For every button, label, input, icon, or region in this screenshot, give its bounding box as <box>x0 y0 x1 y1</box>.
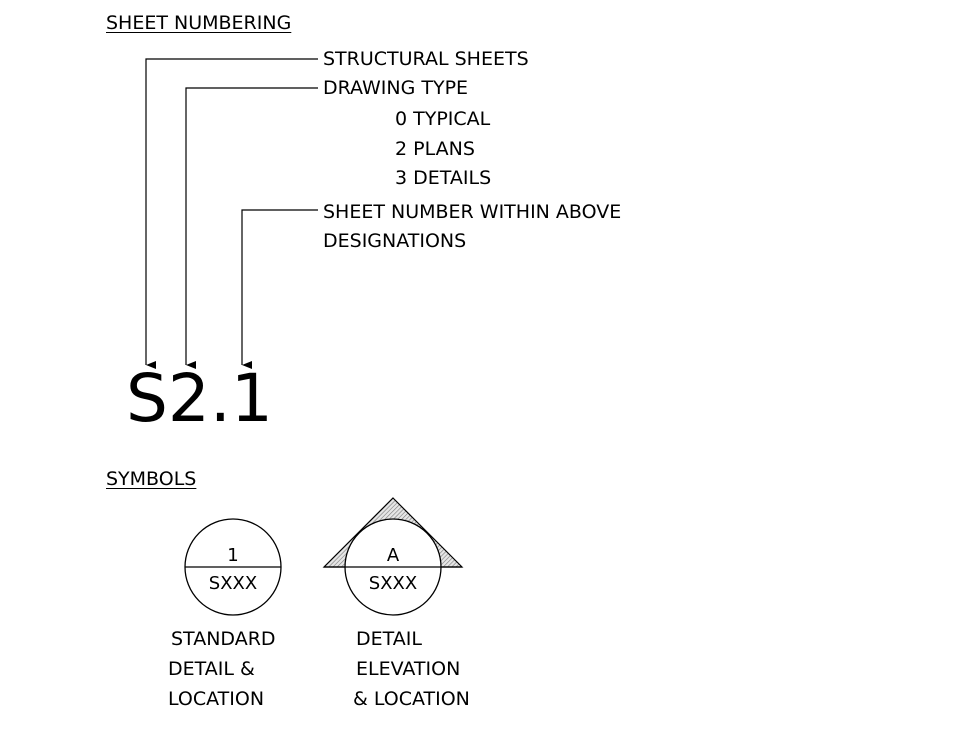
elevation-caption-line2: ELEVATION <box>356 658 461 680</box>
standard-detail-number: 1 <box>227 545 238 566</box>
standard-caption-line2: DETAIL & <box>168 658 255 680</box>
label-drawing-type: DRAWING TYPE <box>323 77 469 99</box>
label-details: 3 DETAILS <box>395 167 492 189</box>
label-sheet-number-line1: SHEET NUMBER WITHIN ABOVE <box>323 201 622 223</box>
label-sheet-number-line2: DESIGNATIONS <box>323 230 467 252</box>
elevation-caption-line1: DETAIL <box>356 628 422 650</box>
standard-caption-line3: LOCATION <box>168 688 265 710</box>
elevation-letter: A <box>387 545 400 566</box>
standard-caption-line1: STANDARD <box>171 628 276 650</box>
leader-sheet-number <box>241 209 318 369</box>
sheet-number-example: S2.1 <box>126 360 273 437</box>
leader-structural-sheets <box>145 58 318 369</box>
symbols-heading: SYMBOLS <box>106 468 197 490</box>
label-structural-sheets: STRUCTURAL SHEETS <box>323 48 529 70</box>
sheet-numbering-heading: SHEET NUMBERING <box>106 12 292 34</box>
standard-detail-symbol: 1 SXXX <box>184 518 282 616</box>
elevation-caption-line3: & LOCATION <box>353 688 470 710</box>
standard-detail-sheet: SXXX <box>209 573 257 594</box>
label-typical: 0 TYPICAL <box>395 108 491 130</box>
label-plans: 2 PLANS <box>395 138 475 160</box>
detail-elevation-symbol: A SXXX <box>322 497 464 616</box>
elevation-sheet: SXXX <box>369 573 417 594</box>
leader-drawing-type <box>185 87 318 369</box>
